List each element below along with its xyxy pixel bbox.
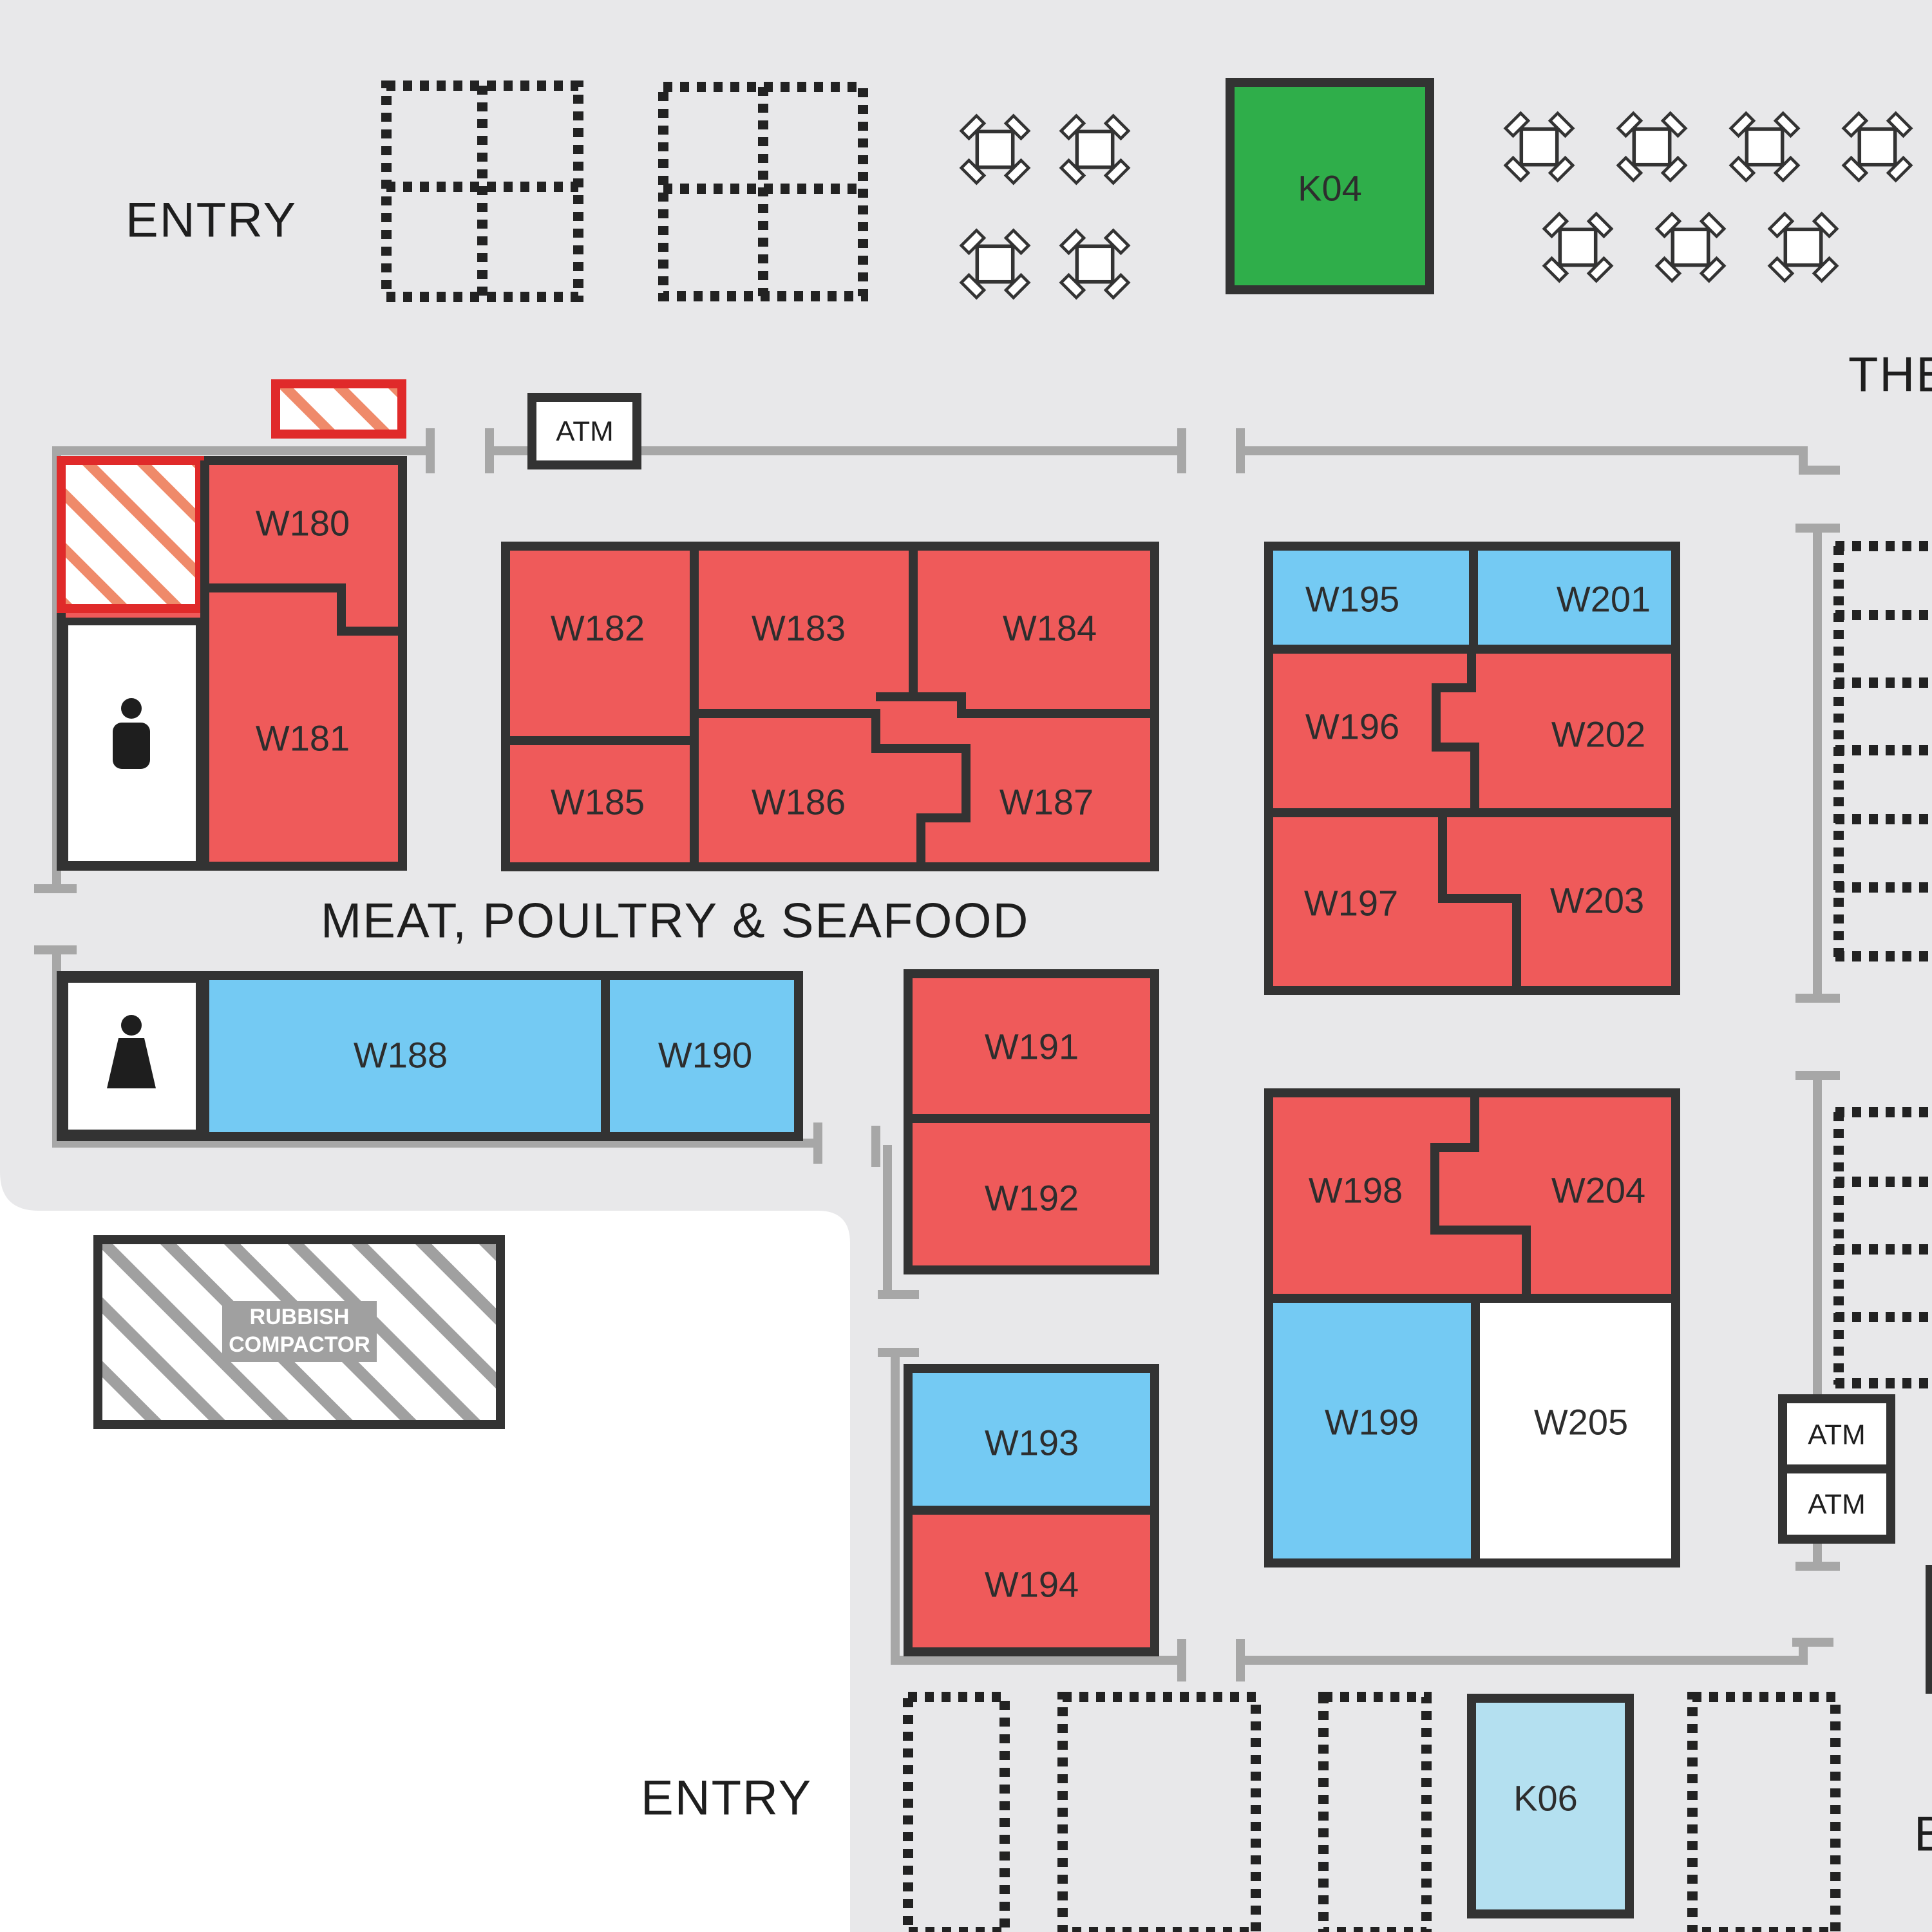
atm-right-2[interactable]: ATM <box>1808 1489 1866 1520</box>
stall-W183[interactable]: W183 <box>752 608 846 649</box>
entry-label-bottom: ENTRY <box>641 1771 812 1826</box>
stall-W198[interactable]: W198 <box>1309 1170 1403 1211</box>
stall-W201[interactable]: W201 <box>1557 579 1651 620</box>
stall-block-W193-W194 <box>904 1364 1159 1656</box>
stall-W180-label: W180 <box>256 503 350 544</box>
stall-W185-label: W185 <box>551 782 645 822</box>
stall-W195[interactable]: W195 <box>1305 579 1399 620</box>
stall-W182[interactable]: W182 <box>551 608 645 649</box>
rubbish-compactor: RUBBISH COMPACTOR <box>93 1235 505 1429</box>
stall-W195-label: W195 <box>1305 579 1399 620</box>
edge-wall <box>1926 1565 1932 1694</box>
stall-W193-label: W193 <box>985 1423 1079 1463</box>
stall-W193[interactable]: W193 <box>985 1423 1079 1463</box>
stall-W190-label: W190 <box>658 1035 752 1075</box>
stall-W191[interactable]: W191 <box>985 1027 1079 1067</box>
stall-W184[interactable]: W184 <box>1003 608 1097 649</box>
reserved-hatched-area-small <box>271 379 406 439</box>
stall-W191-label: W191 <box>985 1027 1079 1067</box>
stall-W181-label: W181 <box>256 718 350 759</box>
stall-W180[interactable]: W180 <box>256 503 350 544</box>
stall-W199-label: W199 <box>1325 1402 1419 1443</box>
atm-top-label: ATM <box>556 416 614 448</box>
reserved-hatched-area-large <box>57 456 204 613</box>
stall-block-W191-W192 <box>904 969 1159 1274</box>
stall-W205-label: W205 <box>1534 1402 1628 1443</box>
stall-W203[interactable]: W203 <box>1550 880 1644 921</box>
stall-W201-label: W201 <box>1557 579 1651 620</box>
kiosk-K06-label: K06 <box>1513 1778 1578 1819</box>
rubbish-compactor-label-line1: RUBBISH <box>250 1305 350 1329</box>
atm-right-pair <box>1778 1394 1895 1544</box>
stall-W194[interactable]: W194 <box>985 1564 1079 1605</box>
kiosk-K04-label: K04 <box>1298 168 1362 209</box>
stall-W194-label: W194 <box>985 1564 1079 1605</box>
stall-W196-label: W196 <box>1305 706 1399 747</box>
atm-top[interactable]: ATM <box>527 393 641 469</box>
stall-W190[interactable]: W190 <box>658 1035 752 1075</box>
stall-W197[interactable]: W197 <box>1304 883 1398 923</box>
stall-block-blue-row <box>57 971 803 1141</box>
entry-label-top: ENTRY <box>126 193 297 248</box>
stall-W192-label: W192 <box>985 1178 1079 1218</box>
stall-W184-label: W184 <box>1003 608 1097 649</box>
stall-W187-label: W187 <box>999 782 1094 822</box>
dotted-seating-block-1 <box>381 80 583 302</box>
stall-W181[interactable]: W181 <box>256 718 350 759</box>
rubbish-compactor-label-line2: COMPACTOR <box>229 1332 370 1357</box>
stall-W186[interactable]: W186 <box>752 782 846 822</box>
dotted-seating-right-bottom <box>1833 1107 1932 1388</box>
stall-W198-label: W198 <box>1309 1170 1403 1211</box>
edge-label-right-bottom: B <box>1914 1807 1932 1862</box>
stall-W203-label: W203 <box>1550 880 1644 921</box>
stall-W204[interactable]: W204 <box>1551 1170 1645 1211</box>
stall-W199[interactable]: W199 <box>1325 1402 1419 1443</box>
stall-W182-label: W182 <box>551 608 645 649</box>
atm-right-1[interactable]: ATM <box>1808 1419 1866 1451</box>
stall-W196[interactable]: W196 <box>1305 706 1399 747</box>
atm-right-2-label: ATM <box>1808 1489 1866 1520</box>
stall-W183-label: W183 <box>752 608 846 649</box>
stall-W188-label: W188 <box>354 1035 448 1075</box>
atm-right-1-label: ATM <box>1808 1419 1866 1451</box>
stall-W192[interactable]: W192 <box>985 1178 1079 1218</box>
kiosk-K04[interactable]: K04 <box>1226 78 1434 294</box>
kiosk-K06[interactable]: K06 <box>1467 1694 1634 1918</box>
section-label-meat-poultry-seafood: MEAT, POULTRY & SEAFOOD <box>321 894 1029 949</box>
female-person-icon <box>107 1015 156 1088</box>
stall-W202[interactable]: W202 <box>1551 714 1645 755</box>
stall-W197-label: W197 <box>1304 883 1398 923</box>
stall-W188[interactable]: W188 <box>354 1035 448 1075</box>
male-person-icon <box>113 698 150 769</box>
stall-W204-label: W204 <box>1551 1170 1645 1211</box>
stall-W185[interactable]: W185 <box>551 782 645 822</box>
stall-block-right-top <box>1264 542 1680 995</box>
stall-block-left <box>57 456 407 871</box>
edge-label-right-top: THE <box>1848 348 1932 402</box>
stall-block-right-bottom <box>1264 1088 1680 1567</box>
stall-W205[interactable]: W205 <box>1534 1402 1628 1443</box>
stall-W187[interactable]: W187 <box>999 782 1094 822</box>
dotted-seating-bottom <box>903 1692 1841 1932</box>
stall-W186-label: W186 <box>752 782 846 822</box>
stall-block-center <box>501 542 1159 871</box>
dotted-seating-block-2 <box>658 82 868 301</box>
dotted-seating-right-top <box>1833 541 1932 961</box>
stall-W202-label: W202 <box>1551 714 1645 755</box>
